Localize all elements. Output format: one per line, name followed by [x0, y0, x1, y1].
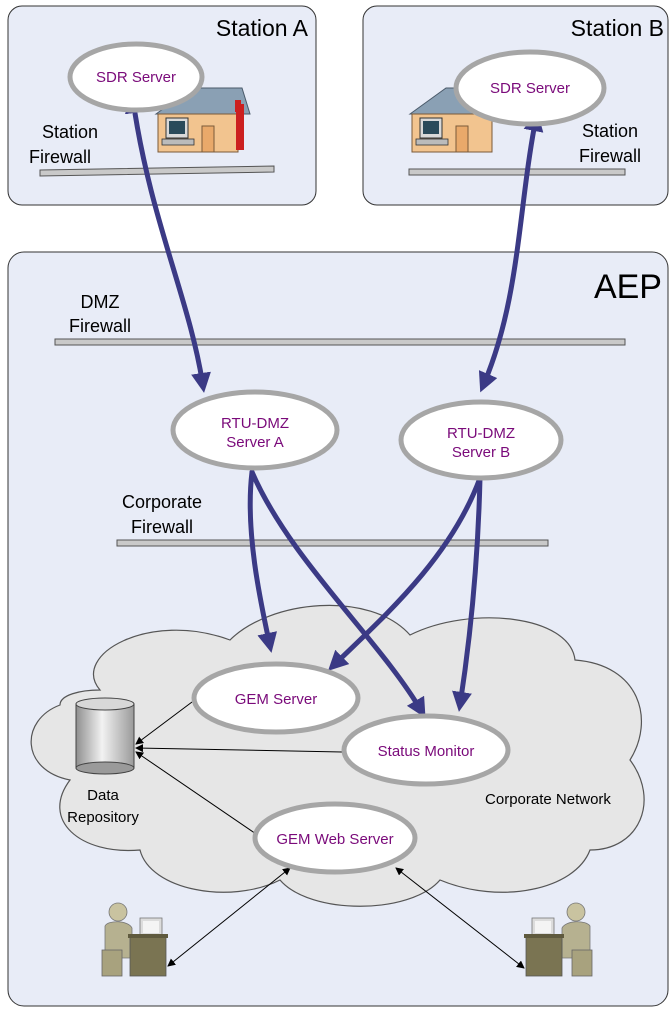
rtu-b-label-1: RTU-DMZ	[447, 425, 515, 442]
status-monitor-label: Status Monitor	[378, 743, 475, 760]
station-a-firewall-label-2: Firewall	[29, 147, 91, 167]
sdr-server-b-label: SDR Server	[490, 80, 570, 97]
corporate-firewall: Corporate Firewall	[116, 492, 549, 547]
station-a-firewall: Station Firewall	[29, 122, 275, 177]
arrow-rtu-b-status-monitor	[452, 475, 483, 712]
aep-title: AEP	[594, 268, 662, 306]
user-left-icon	[101, 902, 168, 977]
rtu-dmz-server-b: RTU-DMZ Server B	[398, 399, 564, 481]
status-monitor: Status Monitor	[341, 713, 511, 787]
rtu-a-label-1: RTU-DMZ	[221, 415, 289, 432]
corporate-network-label: Corporate Network	[485, 791, 611, 808]
dmz-firewall-label-2: Firewall	[69, 316, 131, 336]
connection-arrows	[124, 93, 544, 719]
rtu-b-label-2: Server B	[452, 444, 510, 461]
gem-server-label: GEM Server	[235, 691, 318, 708]
arrow-sdr-b-rtu-b	[478, 111, 544, 393]
repository-label-1: Data	[87, 787, 119, 804]
arrow-user-left-gem-web	[167, 867, 291, 967]
corporate-firewall-label-2: Firewall	[131, 517, 193, 537]
dmz-firewall: DMZ Firewall	[54, 292, 626, 346]
sdr-server-b: SDR Server	[453, 49, 607, 127]
arrow-rtu-a-status-monitor	[249, 469, 426, 719]
station-a-firewall-label-1: Station	[42, 122, 98, 142]
dmz-firewall-label-1: DMZ	[81, 292, 120, 312]
gem-web-server: GEM Web Server	[252, 801, 418, 875]
arrow-rtu-b-gem-server	[327, 475, 483, 671]
rtu-dmz-server-a: RTU-DMZ Server A	[170, 389, 340, 471]
station-b-firewall-label-2: Firewall	[579, 146, 641, 166]
arrow-repository-gem-web	[135, 751, 263, 839]
arrow-sdr-a-rtu-a	[124, 93, 211, 393]
station-a-title: Station A	[216, 15, 309, 41]
sdr-server-a: SDR Server	[67, 41, 205, 113]
corporate-firewall-label-1: Corporate	[122, 492, 202, 512]
sdr-server-a-label: SDR Server	[96, 69, 176, 86]
gem-web-server-label: GEM Web Server	[276, 831, 393, 848]
repository-label-2: Repository	[67, 809, 139, 826]
arrow-status-monitor-repository	[135, 744, 343, 753]
data-arrows	[135, 701, 525, 969]
arrow-rtu-a-gem-server	[247, 469, 278, 653]
database-icon: Data Repository	[67, 697, 139, 826]
station-b-firewall-label-1: Station	[582, 121, 638, 141]
station-b-title: Station B	[571, 15, 664, 41]
rtu-a-label-2: Server A	[226, 434, 284, 451]
gem-server: GEM Server	[191, 661, 361, 735]
arrow-gem-server-repository	[135, 701, 193, 745]
user-right-icon	[524, 902, 593, 977]
arrow-user-right-gem-web	[395, 867, 525, 969]
